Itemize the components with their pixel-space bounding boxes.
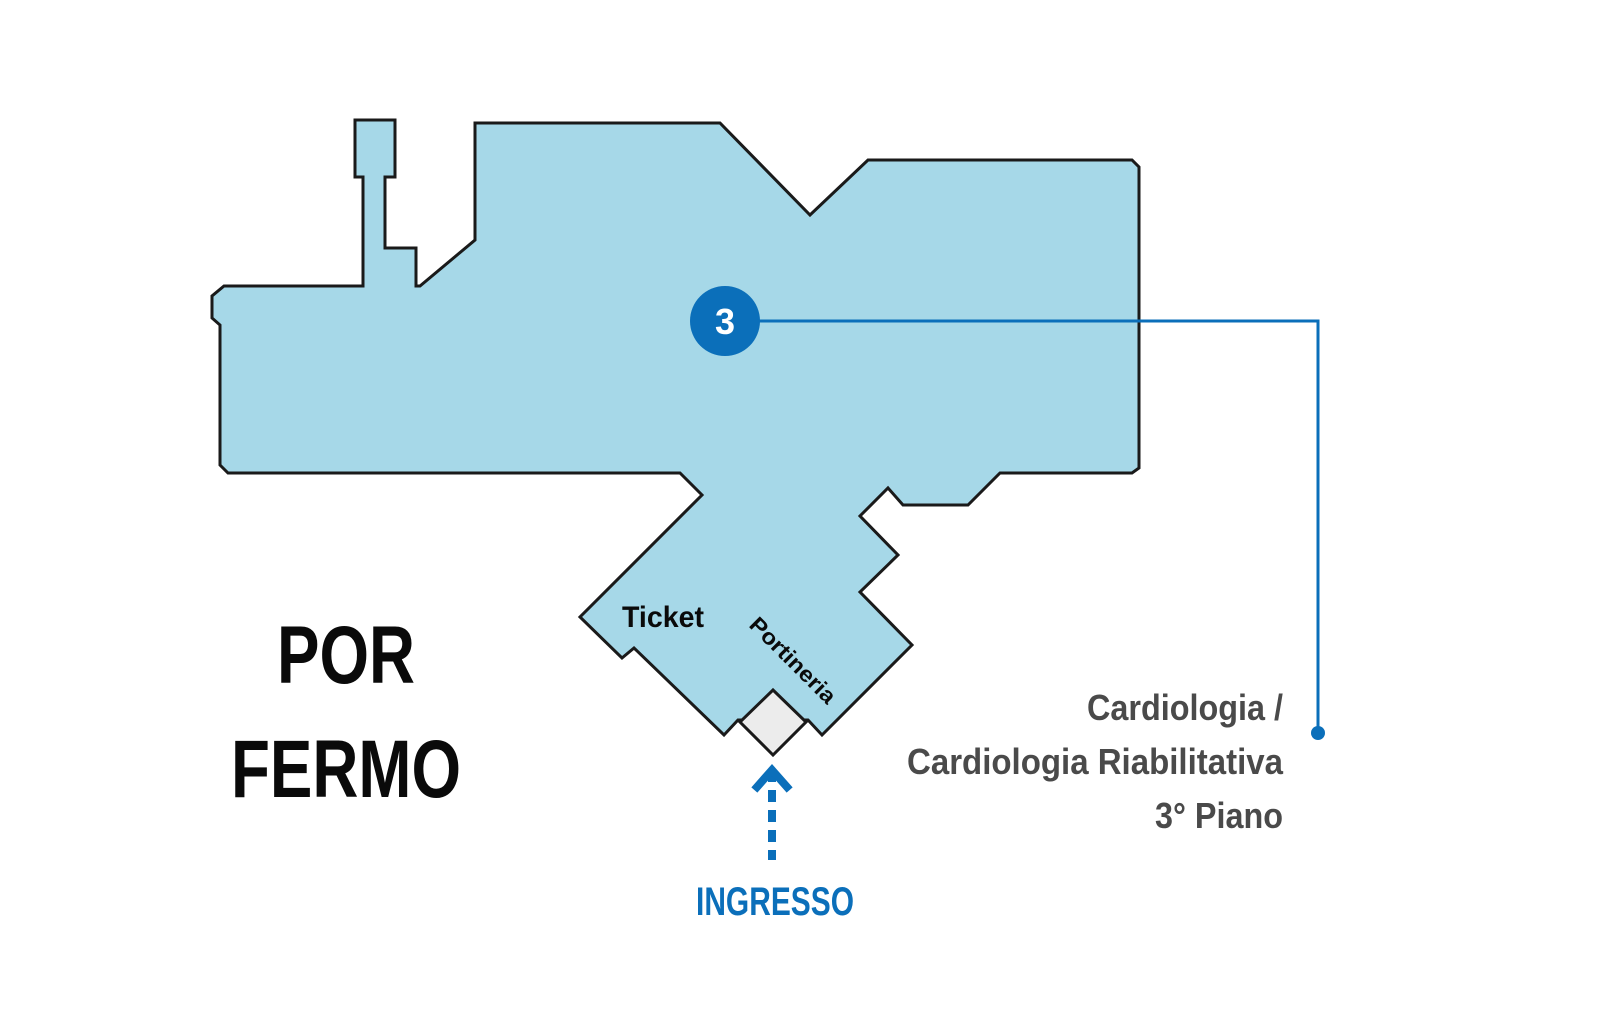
destination-line3: 3° Piano	[1155, 795, 1283, 836]
destination-line1: Cardiologia /	[1087, 687, 1283, 728]
building-footprint	[210, 118, 1141, 738]
room-label-ticket: Ticket	[622, 601, 704, 634]
entrance-label: INGRESSO	[696, 880, 854, 924]
location-name-line1: POR	[277, 610, 415, 701]
marker-number: 3	[715, 301, 735, 342]
location-name-line2: FERMO	[231, 724, 461, 815]
destination-line2: Cardiologia Riabilitativa	[907, 741, 1284, 782]
leader-line-end-dot	[1311, 726, 1325, 740]
leader-line	[744, 319, 1320, 733]
entrance-doorway	[737, 687, 809, 758]
entrance-arrow-head	[751, 763, 793, 793]
marker-circle[interactable]	[690, 286, 760, 356]
